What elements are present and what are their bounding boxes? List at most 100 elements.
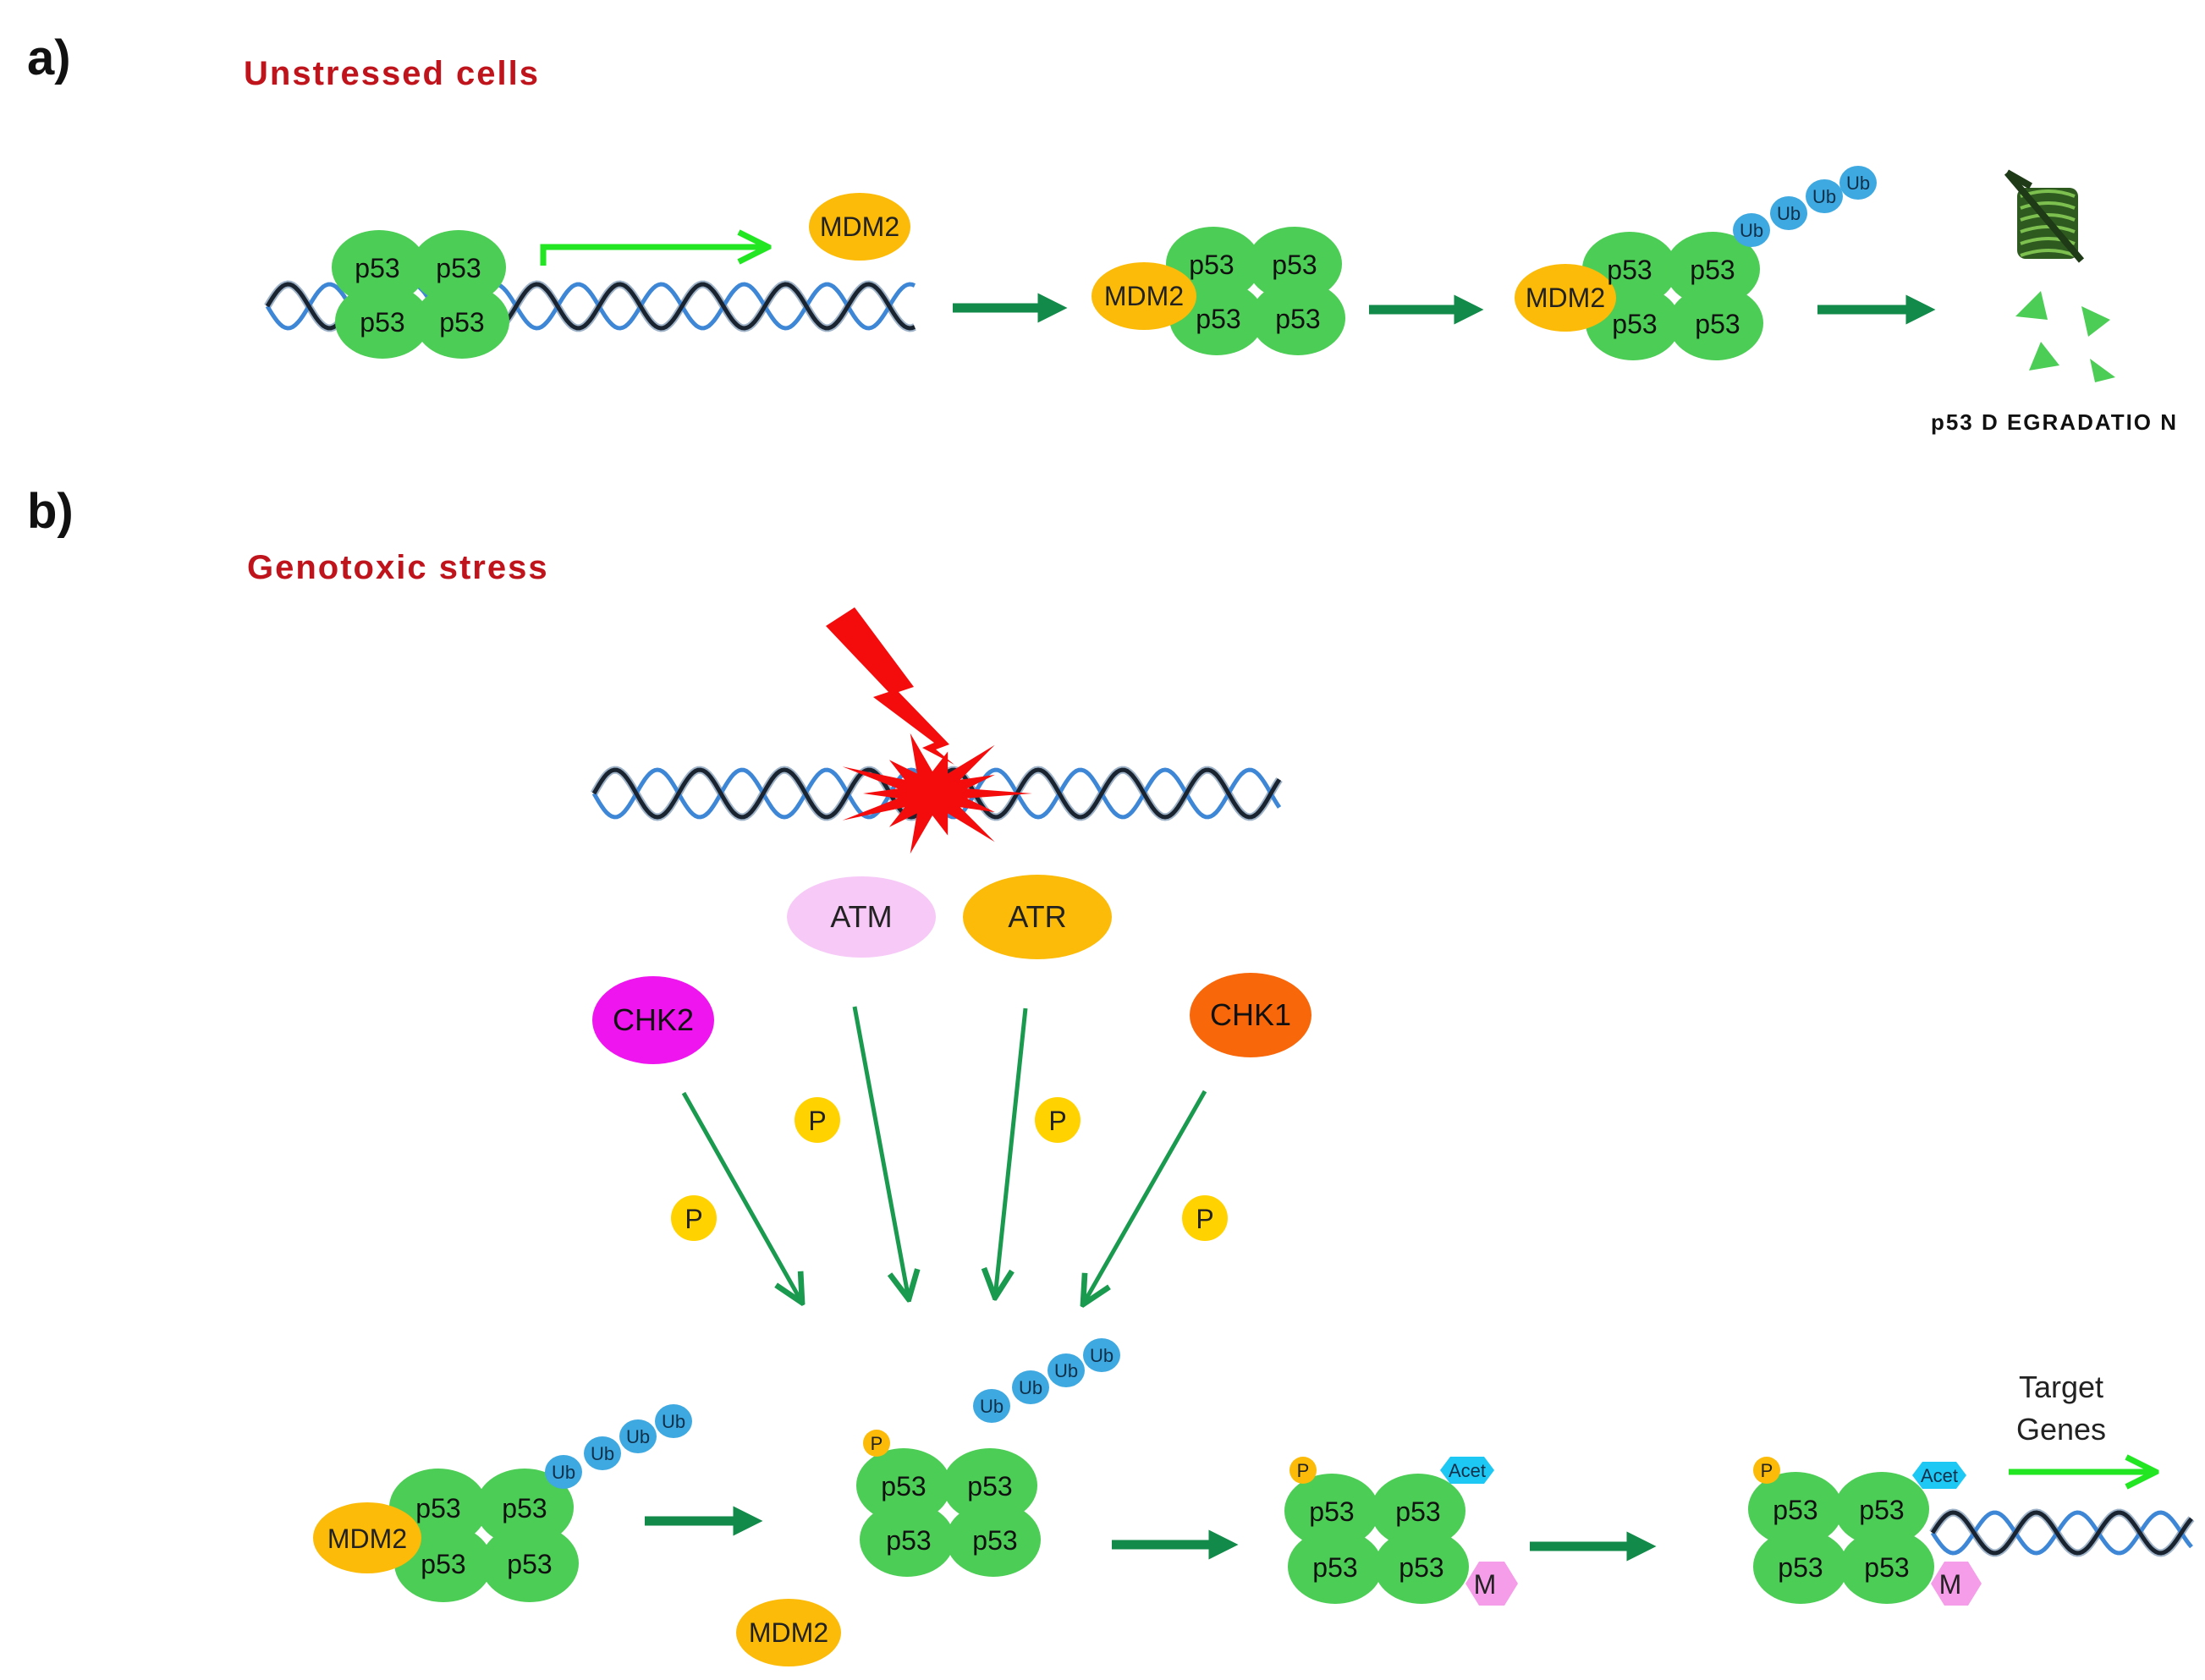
phosphate-label: P: [685, 1204, 702, 1234]
chk2-phosphorylation-arrow: [681, 1091, 802, 1303]
p53-label: p53: [1695, 309, 1740, 339]
target-genes-label-line1: Target: [2019, 1370, 2103, 1404]
p53-label: p53: [972, 1525, 1017, 1556]
lightning-bolt-icon: [826, 607, 954, 765]
p53-label: p53: [1607, 255, 1652, 285]
p53-label: p53: [415, 1493, 460, 1524]
methyl-label: M: [1474, 1569, 1497, 1600]
p53-label: p53: [967, 1471, 1012, 1502]
methyl-group-icon: [1465, 1562, 1518, 1606]
degraded-p53-fragments: [2015, 291, 2115, 382]
chk1-kinase: CHK1: [1190, 973, 1311, 1057]
ub-label: Ub: [1812, 186, 1836, 207]
p53-tetramer-dna-bound: p53 p53 p53 p53: [332, 230, 509, 359]
p53-label: p53: [1395, 1496, 1440, 1527]
methyl-group-icon: [1931, 1562, 1982, 1606]
target-genes-label-line2: Genes: [2016, 1412, 2106, 1447]
phosphate-label: P: [808, 1106, 826, 1136]
p53-label: p53: [1690, 255, 1735, 285]
acet-label: Acet: [1921, 1465, 1958, 1486]
chk2-kinase: CHK2: [592, 976, 714, 1064]
methyl-label: M: [1939, 1569, 1962, 1600]
mdm2-released: MDM2: [736, 1599, 841, 1666]
ub-label: Ub: [1090, 1345, 1113, 1366]
p53-label: p53: [1196, 304, 1240, 334]
p53-label: p53: [886, 1525, 931, 1556]
ubiquitin-chain: Ub Ub Ub Ub: [1733, 166, 1877, 247]
atm-label: ATM: [830, 899, 892, 934]
acetyl-group-icon: [1912, 1462, 1966, 1489]
proteasome-icon: [2004, 169, 2085, 263]
p53-label: p53: [436, 253, 481, 283]
panel-a-letter: a): [27, 30, 71, 85]
p53-label: p53: [360, 307, 404, 338]
ub-label: Ub: [662, 1411, 685, 1432]
atr-phosphorylation-arrow: [995, 1007, 1028, 1298]
mdm2-p53-complex: MDM2 p53 p53 p53 p53: [1092, 227, 1345, 355]
p53-label: p53: [1773, 1495, 1817, 1525]
atm-kinase: ATM: [787, 876, 936, 958]
p53-label: p53: [355, 253, 399, 283]
phosphate-label: P: [1048, 1106, 1066, 1136]
p53-label: p53: [439, 307, 484, 338]
ub-label: Ub: [1740, 220, 1763, 241]
mdm2-label: MDM2: [1526, 283, 1605, 313]
atr-kinase: ATR: [963, 875, 1112, 959]
p53-label: p53: [1778, 1552, 1823, 1583]
atm-phosphorylation-arrow: [852, 1006, 909, 1299]
p53-label: p53: [1864, 1552, 1909, 1583]
p53-label: p53: [1612, 309, 1657, 339]
active-p53-tetramer-dna-bound: P Acet M p53 p53 p53 p53: [1748, 1457, 1982, 1606]
phosphate-group: P: [1182, 1195, 1228, 1241]
mdm2-p53-ubiquitinated-complex: MDM2 p53 p53 p53 p53 Ub Ub Ub Ub: [313, 1404, 692, 1602]
p53-label: p53: [507, 1549, 552, 1579]
dna-helix-target: [1929, 1508, 2195, 1557]
p53-label: p53: [1399, 1552, 1443, 1583]
panel-b-letter: b): [27, 484, 74, 539]
panel-a-title: Unstressed cells: [244, 55, 540, 92]
phosphate-label: P: [1761, 1460, 1773, 1481]
chk1-label: CHK1: [1210, 997, 1291, 1032]
transcription-arrow-a: [540, 247, 768, 266]
p53-label: p53: [1309, 1496, 1354, 1527]
ubiquitin-chain: Ub Ub Ub Ub: [545, 1404, 692, 1489]
dna-damage-starburst-icon: [842, 733, 1032, 854]
dna-strand-dark: [1930, 1510, 2193, 1556]
mdm2-label: MDM2: [1104, 281, 1184, 311]
p53-label: p53: [502, 1493, 547, 1524]
ub-label: Ub: [1777, 203, 1801, 224]
phosphorylated-p53-tetramer: P p53 p53 p53 p53: [856, 1430, 1041, 1577]
modified-p53-tetramer: P Acet M p53 p53 p53 p53: [1284, 1457, 1518, 1606]
ub-label: Ub: [552, 1462, 575, 1483]
p53-label: p53: [1189, 250, 1234, 280]
ubiquitinated-complex: MDM2 p53 p53 p53 p53 Ub Ub Ub Ub: [1515, 166, 1877, 360]
mdm2-label: MDM2: [327, 1524, 407, 1554]
ubiquitin-chain-released: Ub Ub Ub Ub: [973, 1338, 1120, 1423]
panel-b-title: Genotoxic stress: [247, 549, 549, 586]
p53-label: p53: [1859, 1495, 1904, 1525]
phosphate-group: P: [1035, 1097, 1081, 1143]
phosphate-label: P: [871, 1433, 883, 1454]
ub-label: Ub: [626, 1426, 650, 1447]
atr-label: ATR: [1008, 899, 1066, 934]
ub-label: Ub: [591, 1443, 614, 1464]
dna-strand-blue: [1930, 1510, 2193, 1556]
p53-label: p53: [421, 1549, 465, 1579]
p53-label: p53: [881, 1471, 926, 1502]
degradation-label: p53 D EGRADATIO N: [1931, 409, 2178, 435]
panel-a: a) Unstressed cells p53 p53 p53 p53 MDM2: [27, 30, 2178, 435]
panel-b: b) Genotoxic stress ATM ATR CHK2 CHK1: [27, 484, 2195, 1666]
ub-label: Ub: [1846, 173, 1870, 194]
acetyl-group-icon: [1440, 1457, 1494, 1484]
p53-label: p53: [1272, 250, 1317, 280]
mdm2-protein: MDM2: [809, 193, 910, 261]
mdm2-label: MDM2: [820, 211, 899, 242]
phosphate-label: P: [1297, 1460, 1310, 1481]
ub-label: Ub: [980, 1396, 1004, 1417]
phosphate-group: P: [671, 1195, 717, 1241]
chk2-label: CHK2: [613, 1002, 694, 1037]
phosphate-label: P: [1196, 1204, 1213, 1234]
mdm2-label: MDM2: [749, 1617, 828, 1648]
ub-label: Ub: [1054, 1360, 1078, 1381]
p53-label: p53: [1312, 1552, 1357, 1583]
